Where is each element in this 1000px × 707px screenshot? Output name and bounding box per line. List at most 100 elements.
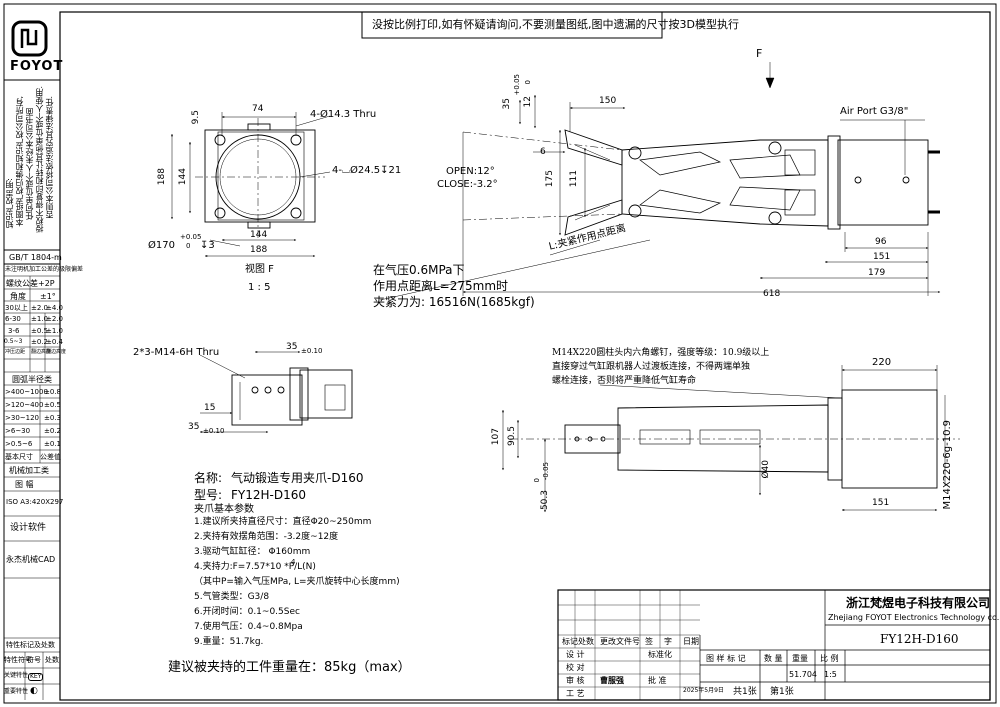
dim-40: Ø40 (761, 460, 771, 479)
row-review: 审 核 (566, 676, 585, 685)
mark-title: 特性标记及处数 (6, 641, 55, 649)
title-block-grid (557, 589, 991, 701)
params-title: 夹爪基本参数 (194, 504, 254, 515)
tol-subtitle: 未注明机加工公差的极限偏差 (5, 266, 84, 273)
company-name: 浙江梵煜电子科技有限公司 (846, 596, 991, 610)
param-1: 1.建议所夹持直径尺寸：直径Φ20~250mm (194, 517, 372, 527)
std-label: 标准化 (648, 650, 672, 659)
tol-row-6-a: ±1.0 (31, 315, 48, 323)
signer: 曹服强 (600, 676, 624, 685)
basic-size: 基本尺寸 (5, 453, 33, 461)
radius-row-4: >6~30 (5, 427, 31, 435)
rev-h-count: 处数 (578, 637, 594, 646)
dim-111: 111 (569, 170, 579, 188)
weight-value: 51.704 (789, 670, 817, 679)
bolt-spec: M14X220-6g-10.9 (942, 420, 953, 510)
param-9: 9.重量：51.7kg. (194, 637, 264, 647)
copyright-line4: 授权不得复印和转让其他单位或个人使用. (35, 86, 44, 233)
tol-row-30: 30以上 (5, 304, 28, 312)
mark-header-3: 处数 (45, 656, 59, 664)
copyright-line5: 否则本公司将依法追究其法律责任. (45, 96, 54, 219)
rev-h-sign1: 签 (645, 637, 653, 646)
dim-170: Ø170 (148, 240, 175, 251)
bolt-note-line1: M14X220圆柱头内六角螺钉，强度等级：10.9级以上 (552, 348, 770, 358)
air-port-label: Air Port G3/8" (840, 106, 909, 117)
copyright-line2: 本图纸产权归佛和知识产权公司所有, (15, 96, 24, 227)
dim-15-jaw: 15 (204, 403, 216, 413)
dim-220: 220 (872, 357, 892, 368)
info-h-drawing-mark: 图 样 标 记 (706, 654, 746, 663)
radius-row-5: >0.5~6 (5, 440, 33, 448)
param-4: 4.夹持力:F=7.57*10 *P/L(N) (194, 562, 316, 572)
mark-important-symbol: ◐ (30, 686, 38, 696)
dim-151-side: 151 (872, 498, 890, 508)
param-2: 2.夹持有效摆角范围：-3.2度~12度 (194, 532, 339, 542)
tol-row-30-b: ±4.0 (46, 304, 63, 312)
param-4-note: （其中P=输入气压MPa, L=夹爪旋转中心长度mm) (194, 577, 400, 587)
open-angle-label: OPEN:12° (446, 166, 495, 177)
view-f-scale: 1 : 5 (248, 282, 271, 293)
radius-row-1-val: ±0.8 (44, 388, 61, 396)
dim-170-tol-up: +0.05 (180, 233, 202, 241)
dim-9-5: 9.5 (191, 110, 201, 125)
product-name: 气动锻造专用夹爪-D160 (231, 471, 364, 485)
dim-170-depth: ↧3 (200, 240, 215, 251)
tol-row-6-b: ±2.0 (46, 315, 63, 323)
drawing-number: FY12H-D160 (880, 632, 959, 646)
param-7: 7.使用气压：0.4~0.8Mpa (194, 622, 303, 632)
radius-row-3-val: ±0.3 (44, 414, 61, 422)
side-view-drawing (510, 389, 960, 489)
tol-row-3: 3-6 (8, 327, 20, 335)
dim-170-tol-low: 0 (186, 242, 191, 250)
dim-35-jaw-b-tol: ±0.10 (203, 427, 225, 435)
info-h-weight: 重量 (792, 654, 808, 663)
radius-row-3: >30~120 (5, 414, 39, 422)
dim-35-top: 35 (502, 98, 512, 110)
dim-12-tol-up: +0.05 (513, 74, 521, 96)
dim-12-tol-low: 0 (524, 80, 532, 85)
dim-107: 107 (491, 428, 501, 446)
recommended-weight: 建议被夹持的工件重量在：85kg（max） (168, 660, 411, 675)
dim-counterbore: 4-⌴Ø24.5↧21 (332, 165, 402, 176)
rev-h-date: 日期 (683, 637, 699, 646)
notice-text: 没按比例打印,如有怀疑请询问,不要测量图纸,图中遗漏的尺寸按3D模型执行 (372, 18, 739, 31)
dim-holes-thru: 4-Ø14.3 Thru (310, 109, 377, 120)
top-view-drawing (564, 129, 940, 236)
dim-175: 175 (545, 170, 555, 188)
param-6: 6.开闭时间：0.1~0.5Sec (194, 607, 300, 617)
tol-row-05-a: ±0.2 (31, 338, 48, 346)
dim-35-jaw-a: 35 (286, 342, 298, 352)
mark-header-2: 符号 (27, 656, 41, 664)
param-4-exponent: 4 (291, 558, 296, 566)
dim-35-jaw-a-tol: ±0.10 (301, 347, 323, 355)
radius-row-1: >400~1000 (5, 388, 48, 396)
scale-value: 1:5 (824, 670, 837, 679)
bolt-note-line3: 螺栓连接，否则将严重降低气缸寿命 (552, 376, 697, 386)
dim-50-3-tol-low: -0.05 (542, 462, 550, 481)
sign-date: 2025年5月9日 (683, 687, 724, 694)
rev-h-sign2: 字 (664, 637, 672, 646)
dim-90-5: 90.5 (507, 426, 517, 447)
mark-key-symbol: KEY (28, 673, 44, 681)
rev-h-doc: 更改文件号 (600, 637, 640, 646)
mark-important-label: 重要特性 (4, 688, 29, 695)
dim-74: 74 (252, 104, 264, 114)
copyright-line1: 知识产权声明: (5, 178, 14, 229)
tolerance-value: 公差值 (40, 453, 61, 461)
company-name-en: Zhejiang FOYOT Electronics Technology co… (828, 613, 1000, 622)
radius-row-5-val: ±0.1 (44, 440, 61, 448)
rev-h-mark: 标记 (562, 637, 578, 646)
machining-class: 机械加工类 (9, 466, 49, 475)
dim-6: 6 (540, 147, 546, 157)
dim-151-top: 151 (873, 252, 891, 262)
direction-label: F (756, 47, 763, 60)
copyright-line3: 任何单位或个人未经本公司书面 (25, 108, 34, 220)
dim-96: 96 (875, 237, 887, 247)
tol-row-05: 0.5~3 (4, 338, 23, 345)
tol-thread: 螺纹公差 (6, 279, 38, 288)
dim-12-top: 12 (523, 96, 533, 108)
logo-text: FOYOT (10, 59, 64, 74)
dim-144-v: 144 (178, 168, 188, 186)
tol-row-3-a: ±0.5 (31, 327, 48, 335)
